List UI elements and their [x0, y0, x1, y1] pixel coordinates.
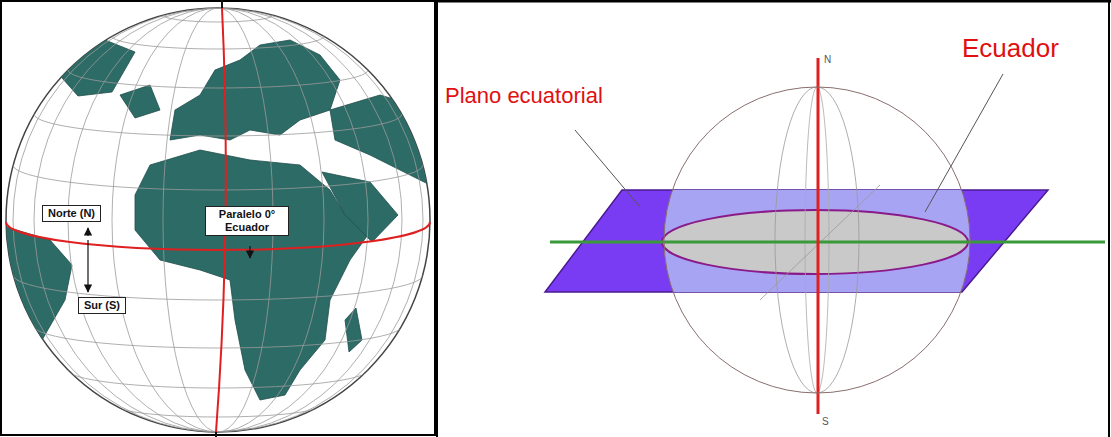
north-arrow: [87, 228, 88, 236]
leader-line: [925, 74, 1003, 212]
panel-frame: [1, 1, 435, 435]
direction-box: Norte (N): [42, 205, 101, 222]
direction-box: Sur (S): [78, 297, 126, 314]
axis-tick: [221, 0, 223, 8]
globe: [0, 0, 440, 437]
equator-label: Ecuador: [962, 34, 1059, 63]
box-label: Norte (N): [47, 207, 96, 220]
graticule: [13, 8, 423, 432]
box-label: Paralelo 0° Ecuador: [210, 208, 284, 234]
panel-frame: [1108, 0, 1110, 437]
sphere-outline: [664, 87, 970, 393]
panel-frame: [436, 0, 438, 437]
plane-axis: [550, 241, 1105, 244]
panel-frame: [436, 0, 1111, 3]
axis-tick: [215, 432, 217, 437]
leader-line: [575, 130, 640, 207]
equator-callout-box: Paralelo 0° Ecuador: [205, 206, 289, 236]
south-arrow: [87, 240, 88, 292]
pole-label: S: [822, 416, 829, 427]
earth-axis: [817, 58, 820, 414]
sphere-diagram: [545, 58, 1105, 414]
equator-pointer: [249, 246, 250, 258]
plane-label: Plano ecuatorial: [445, 84, 603, 108]
box-label: Sur (S): [83, 299, 121, 312]
pole-label: N: [824, 54, 831, 65]
